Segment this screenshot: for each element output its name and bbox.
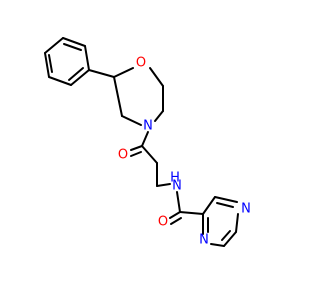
n-to-carbonyl-bond xyxy=(141,131,149,147)
phenyl-morpholine-bond xyxy=(88,69,115,78)
molecule-structure-diagram: O N O H N O N N xyxy=(44,37,251,248)
ring-nitrogen-label: N xyxy=(143,119,153,134)
pyrazine-nitrogen-right-label: N xyxy=(241,202,251,217)
phenyl-ring xyxy=(44,37,90,86)
carbonyl-oxygen-label-top: O xyxy=(118,148,128,163)
nh-to-amide-carbon-bond xyxy=(176,191,181,213)
amide-to-pyrazine-bond xyxy=(179,211,204,215)
amide-nitrogen-label: N xyxy=(172,179,182,194)
ring-oxygen-label: O xyxy=(136,56,146,71)
carbonyl-double-bond-a xyxy=(130,145,143,151)
pyrazine-ring xyxy=(202,196,239,247)
carbonyl-double-bond-b xyxy=(130,151,142,157)
carbonyl-to-ch2-bond xyxy=(141,145,158,164)
amide-double-bond-a xyxy=(169,211,181,219)
carbonyl-oxygen-label-bottom: O xyxy=(158,215,168,230)
morpholine-ring xyxy=(113,67,164,126)
amide-double-bond-b xyxy=(170,217,182,225)
ch2-to-nh-bond xyxy=(156,183,171,187)
atom-labels: O N O H N O N N xyxy=(118,56,251,248)
amide-hydrogen-label: H xyxy=(170,171,180,186)
pyrazine-nitrogen-left-label: N xyxy=(199,233,209,248)
